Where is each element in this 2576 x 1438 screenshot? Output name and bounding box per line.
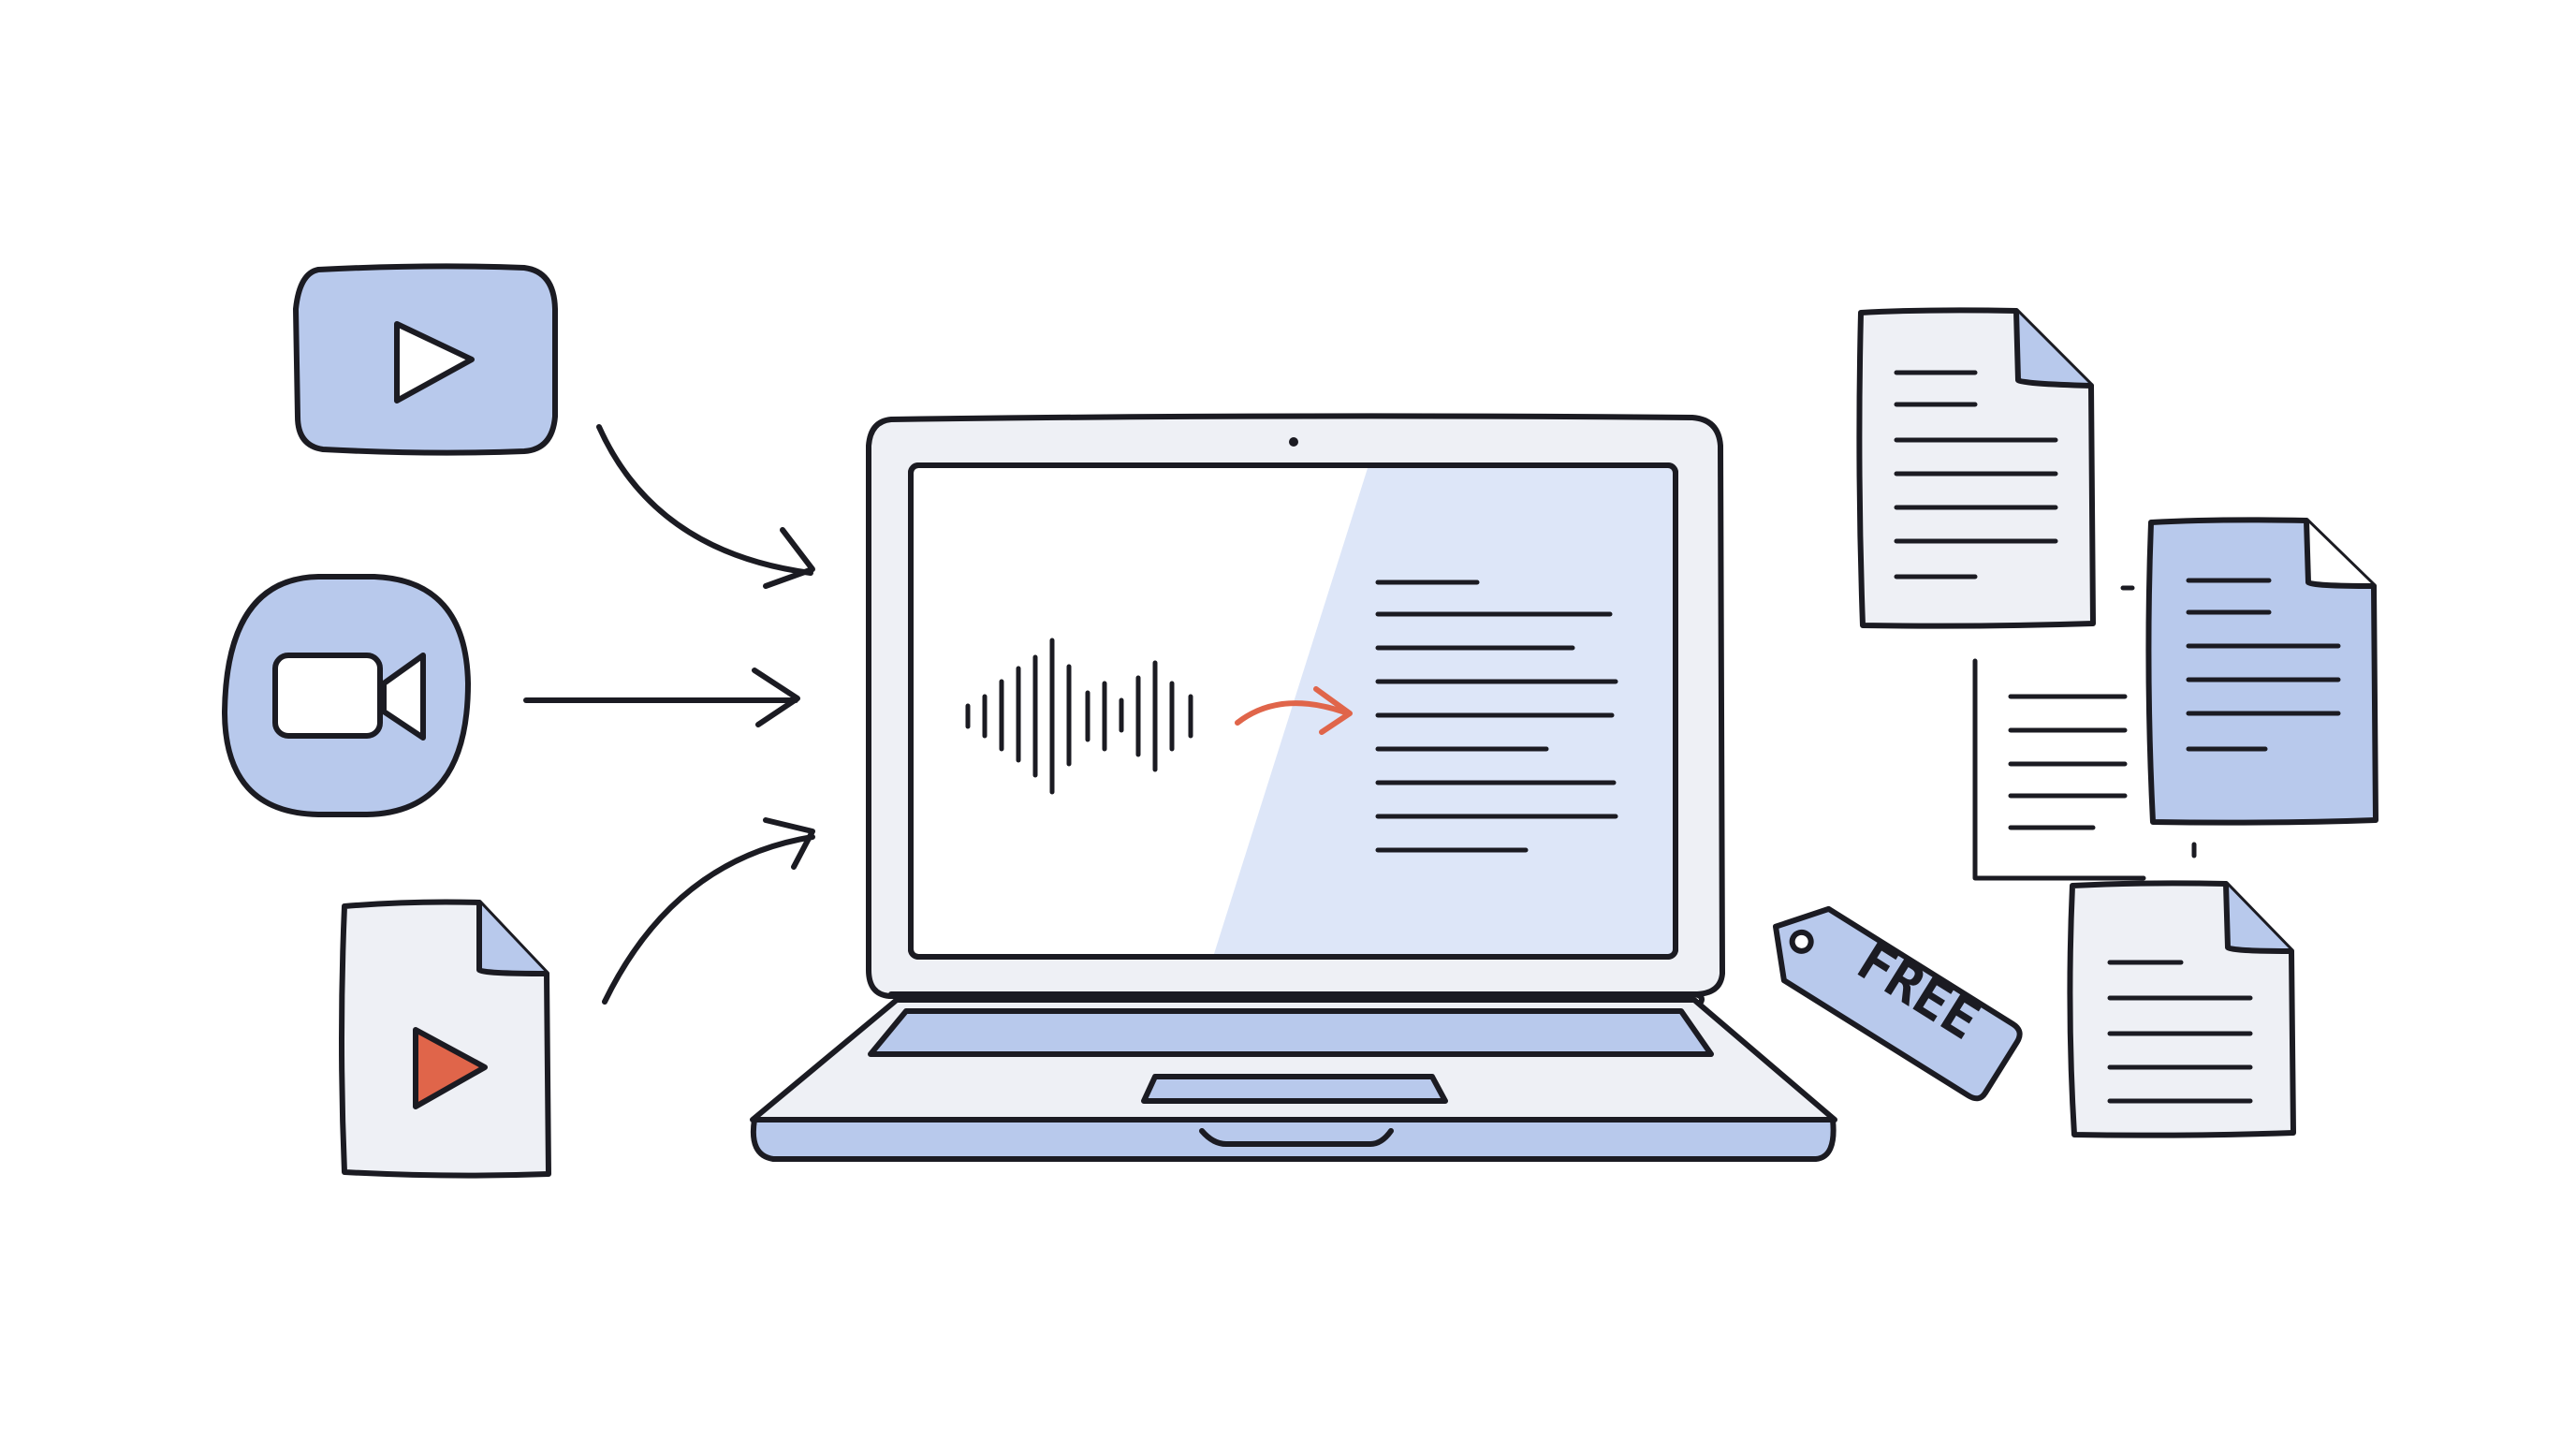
laptop-icon xyxy=(750,413,1837,1162)
price-tag-icon xyxy=(1772,905,2023,1102)
text-document-icon xyxy=(2067,880,2296,1138)
conversion-arrow-icon xyxy=(1235,686,1353,735)
input-arrows xyxy=(523,424,815,1005)
video-camera-icon xyxy=(222,574,471,817)
transcript-text-icon xyxy=(1375,580,1618,853)
audio-waveform-icon xyxy=(965,638,1193,795)
text-document-icon xyxy=(2145,517,2378,826)
document-connectors xyxy=(1972,585,2197,881)
youtube-play-icon xyxy=(293,263,558,456)
extracted-text-lines xyxy=(2008,694,2128,830)
video-file-icon xyxy=(339,899,551,1179)
text-document-icon xyxy=(1856,307,2096,629)
